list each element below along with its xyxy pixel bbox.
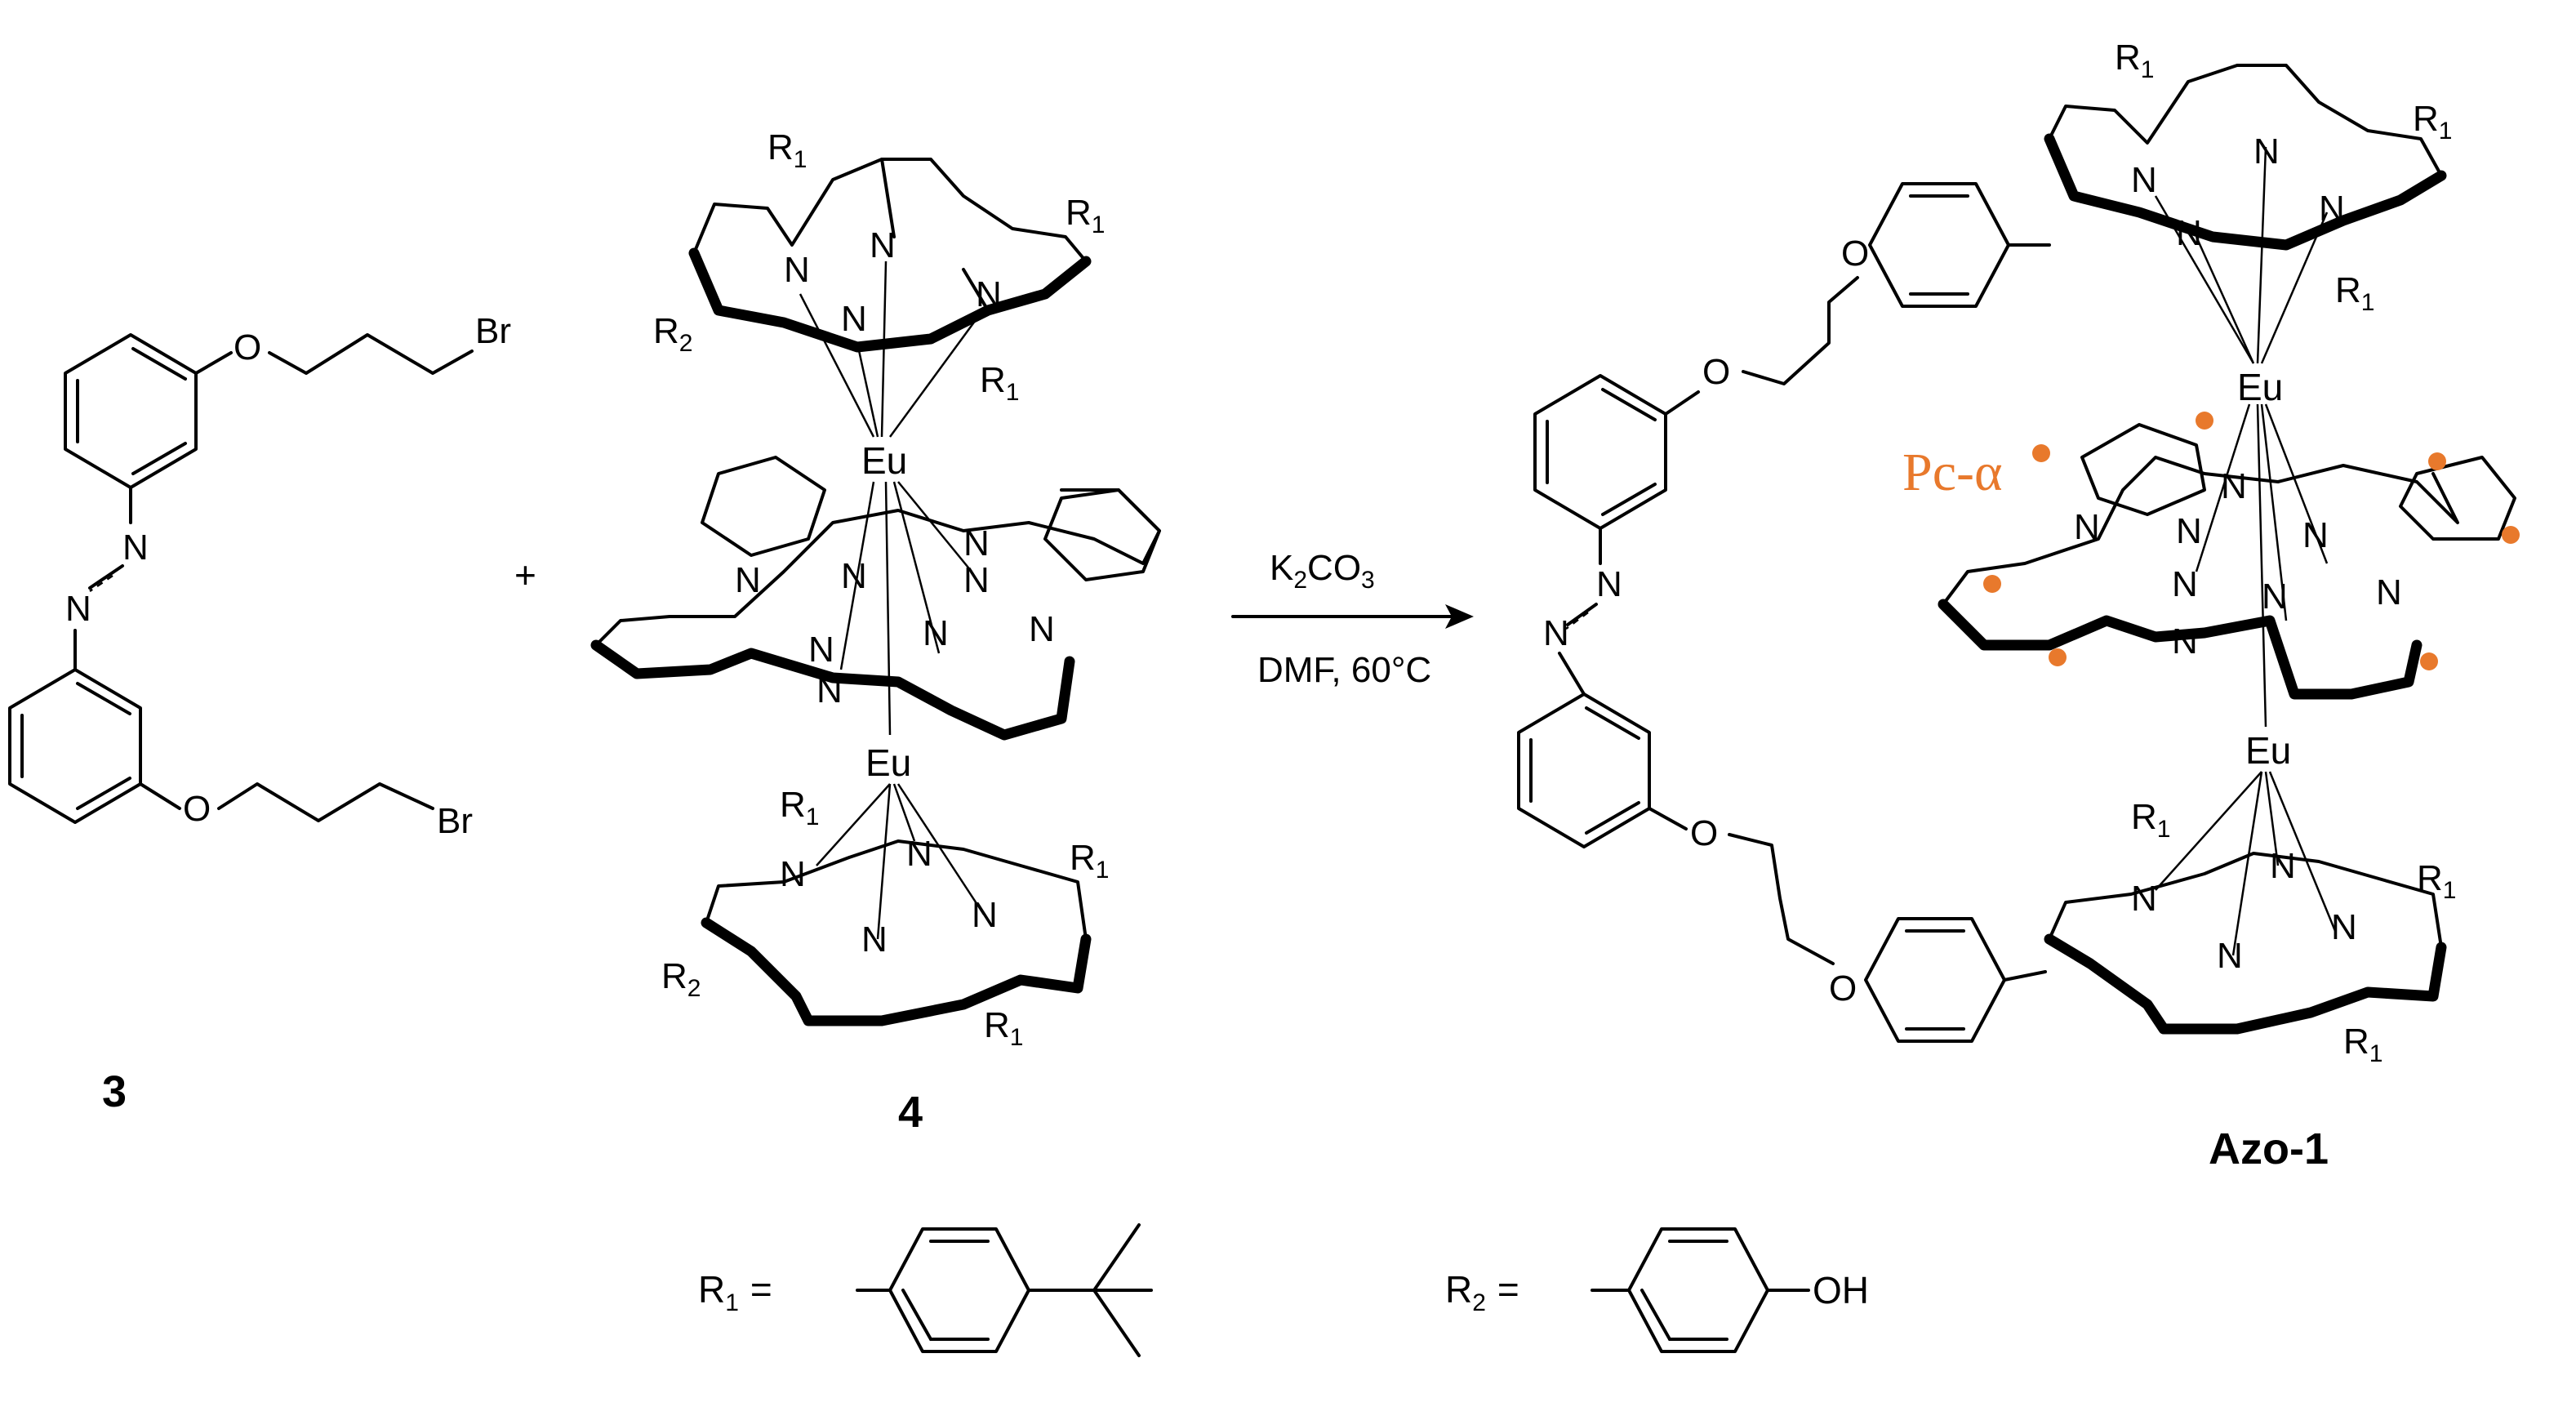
oxygen-label: O	[1690, 813, 1718, 853]
plus-sign: +	[514, 554, 536, 596]
r1-label: R1	[780, 785, 819, 830]
nitrogen-label: N	[1596, 564, 1622, 604]
azo-1-structure: O O N N O O N N N N R1 R1	[1517, 38, 2520, 1067]
compound-4-number: 4	[898, 1088, 923, 1137]
nitrogen-label: N	[2131, 879, 2157, 919]
bromine-label: Br	[475, 311, 511, 351]
nitrogen-label: N	[2331, 907, 2357, 947]
r1-label: R1	[984, 1005, 1023, 1051]
nitrogen-label: N	[906, 834, 932, 874]
nitrogen-label: N	[780, 854, 806, 894]
alpha-position-dot	[2032, 444, 2050, 462]
alpha-position-dot	[2502, 526, 2520, 544]
nitrogen-label: N	[735, 560, 761, 600]
alpha-position-dot	[2420, 652, 2438, 670]
r1-label: R1	[2131, 797, 2170, 843]
nitrogen-label: N	[2221, 466, 2247, 506]
nitrogen-label: N	[65, 589, 91, 629]
r1-label: R1	[2115, 38, 2154, 83]
r1-label: R1	[767, 127, 807, 173]
nitrogen-label: N	[816, 670, 843, 710]
nitrogen-label: N	[870, 225, 896, 265]
europium-label: Eu	[861, 439, 907, 482]
nitrogen-label: N	[2176, 511, 2202, 551]
reaction-arrow	[1231, 604, 1474, 629]
svg-text:R2=: R2=	[1445, 1268, 1519, 1316]
r2-label: R2	[661, 956, 701, 1002]
nitrogen-label: N	[2376, 572, 2402, 612]
hydroxyl-label: OH	[1813, 1269, 1869, 1311]
r1-label: R1	[2413, 99, 2452, 145]
r1-label: R1	[2335, 270, 2374, 316]
alpha-position-dot	[2196, 412, 2213, 430]
conditions-label: DMF, 60°C	[1257, 650, 1431, 690]
nitrogen-label: N	[2131, 160, 2157, 200]
nitrogen-label: N	[972, 895, 998, 935]
europium-label: Eu	[865, 741, 911, 784]
pc-alpha-label: Pc-α	[1902, 443, 2003, 502]
nitrogen-label: N	[861, 919, 888, 960]
svg-text:R1=: R1=	[698, 1268, 772, 1316]
oxygen-label: O	[1829, 968, 1857, 1008]
nitrogen-label: N	[2176, 213, 2202, 253]
reagent-label: K2CO3	[1270, 548, 1375, 594]
oxygen-label: O	[1841, 234, 1869, 274]
oxygen-label: O	[234, 327, 261, 367]
r1-label: R1	[1070, 838, 1109, 884]
nitrogen-label: N	[2270, 846, 2296, 886]
r1-definition: R1=	[698, 1223, 1153, 1357]
nitrogen-label: N	[2172, 564, 2198, 604]
oxygen-label: O	[1702, 352, 1730, 392]
nitrogen-label: N	[784, 250, 810, 290]
europium-label: Eu	[2245, 729, 2291, 772]
nitrogen-label: N	[841, 299, 867, 339]
nitrogen-label: N	[923, 613, 949, 653]
r1-label: R1	[2343, 1022, 2382, 1067]
nitrogen-label: N	[1029, 609, 1055, 649]
alpha-position-dot	[2428, 452, 2446, 470]
r2-label: R2	[653, 311, 692, 357]
compound-3-structure: O Br N N O Br	[8, 311, 511, 841]
azo-1-name: Azo-1	[2209, 1124, 2329, 1173]
r2-definition: R2= OH	[1445, 1227, 1869, 1353]
europium-label: Eu	[2237, 366, 2283, 408]
nitrogen-label: N	[2172, 621, 2198, 661]
r1-label: R1	[1066, 193, 1105, 238]
nitrogen-label: N	[976, 274, 1002, 314]
nitrogen-label: N	[1543, 613, 1569, 653]
nitrogen-label: N	[122, 528, 149, 568]
compound-3-number: 3	[102, 1067, 127, 1116]
compound-4-structure: N N N N R1 R1 R1 R2 Eu N N N N N N N N E…	[590, 127, 1161, 1051]
alpha-position-dot	[1983, 575, 2001, 593]
r1-label: R1	[980, 360, 1019, 406]
nitrogen-label: N	[2217, 936, 2243, 976]
alpha-position-dot	[2049, 648, 2067, 666]
nitrogen-label: N	[808, 630, 834, 670]
r1-label: R1	[2417, 858, 2456, 904]
nitrogen-label: N	[963, 523, 990, 563]
bromine-label: Br	[437, 801, 473, 841]
oxygen-label: O	[183, 789, 211, 829]
nitrogen-label: N	[2074, 507, 2100, 547]
